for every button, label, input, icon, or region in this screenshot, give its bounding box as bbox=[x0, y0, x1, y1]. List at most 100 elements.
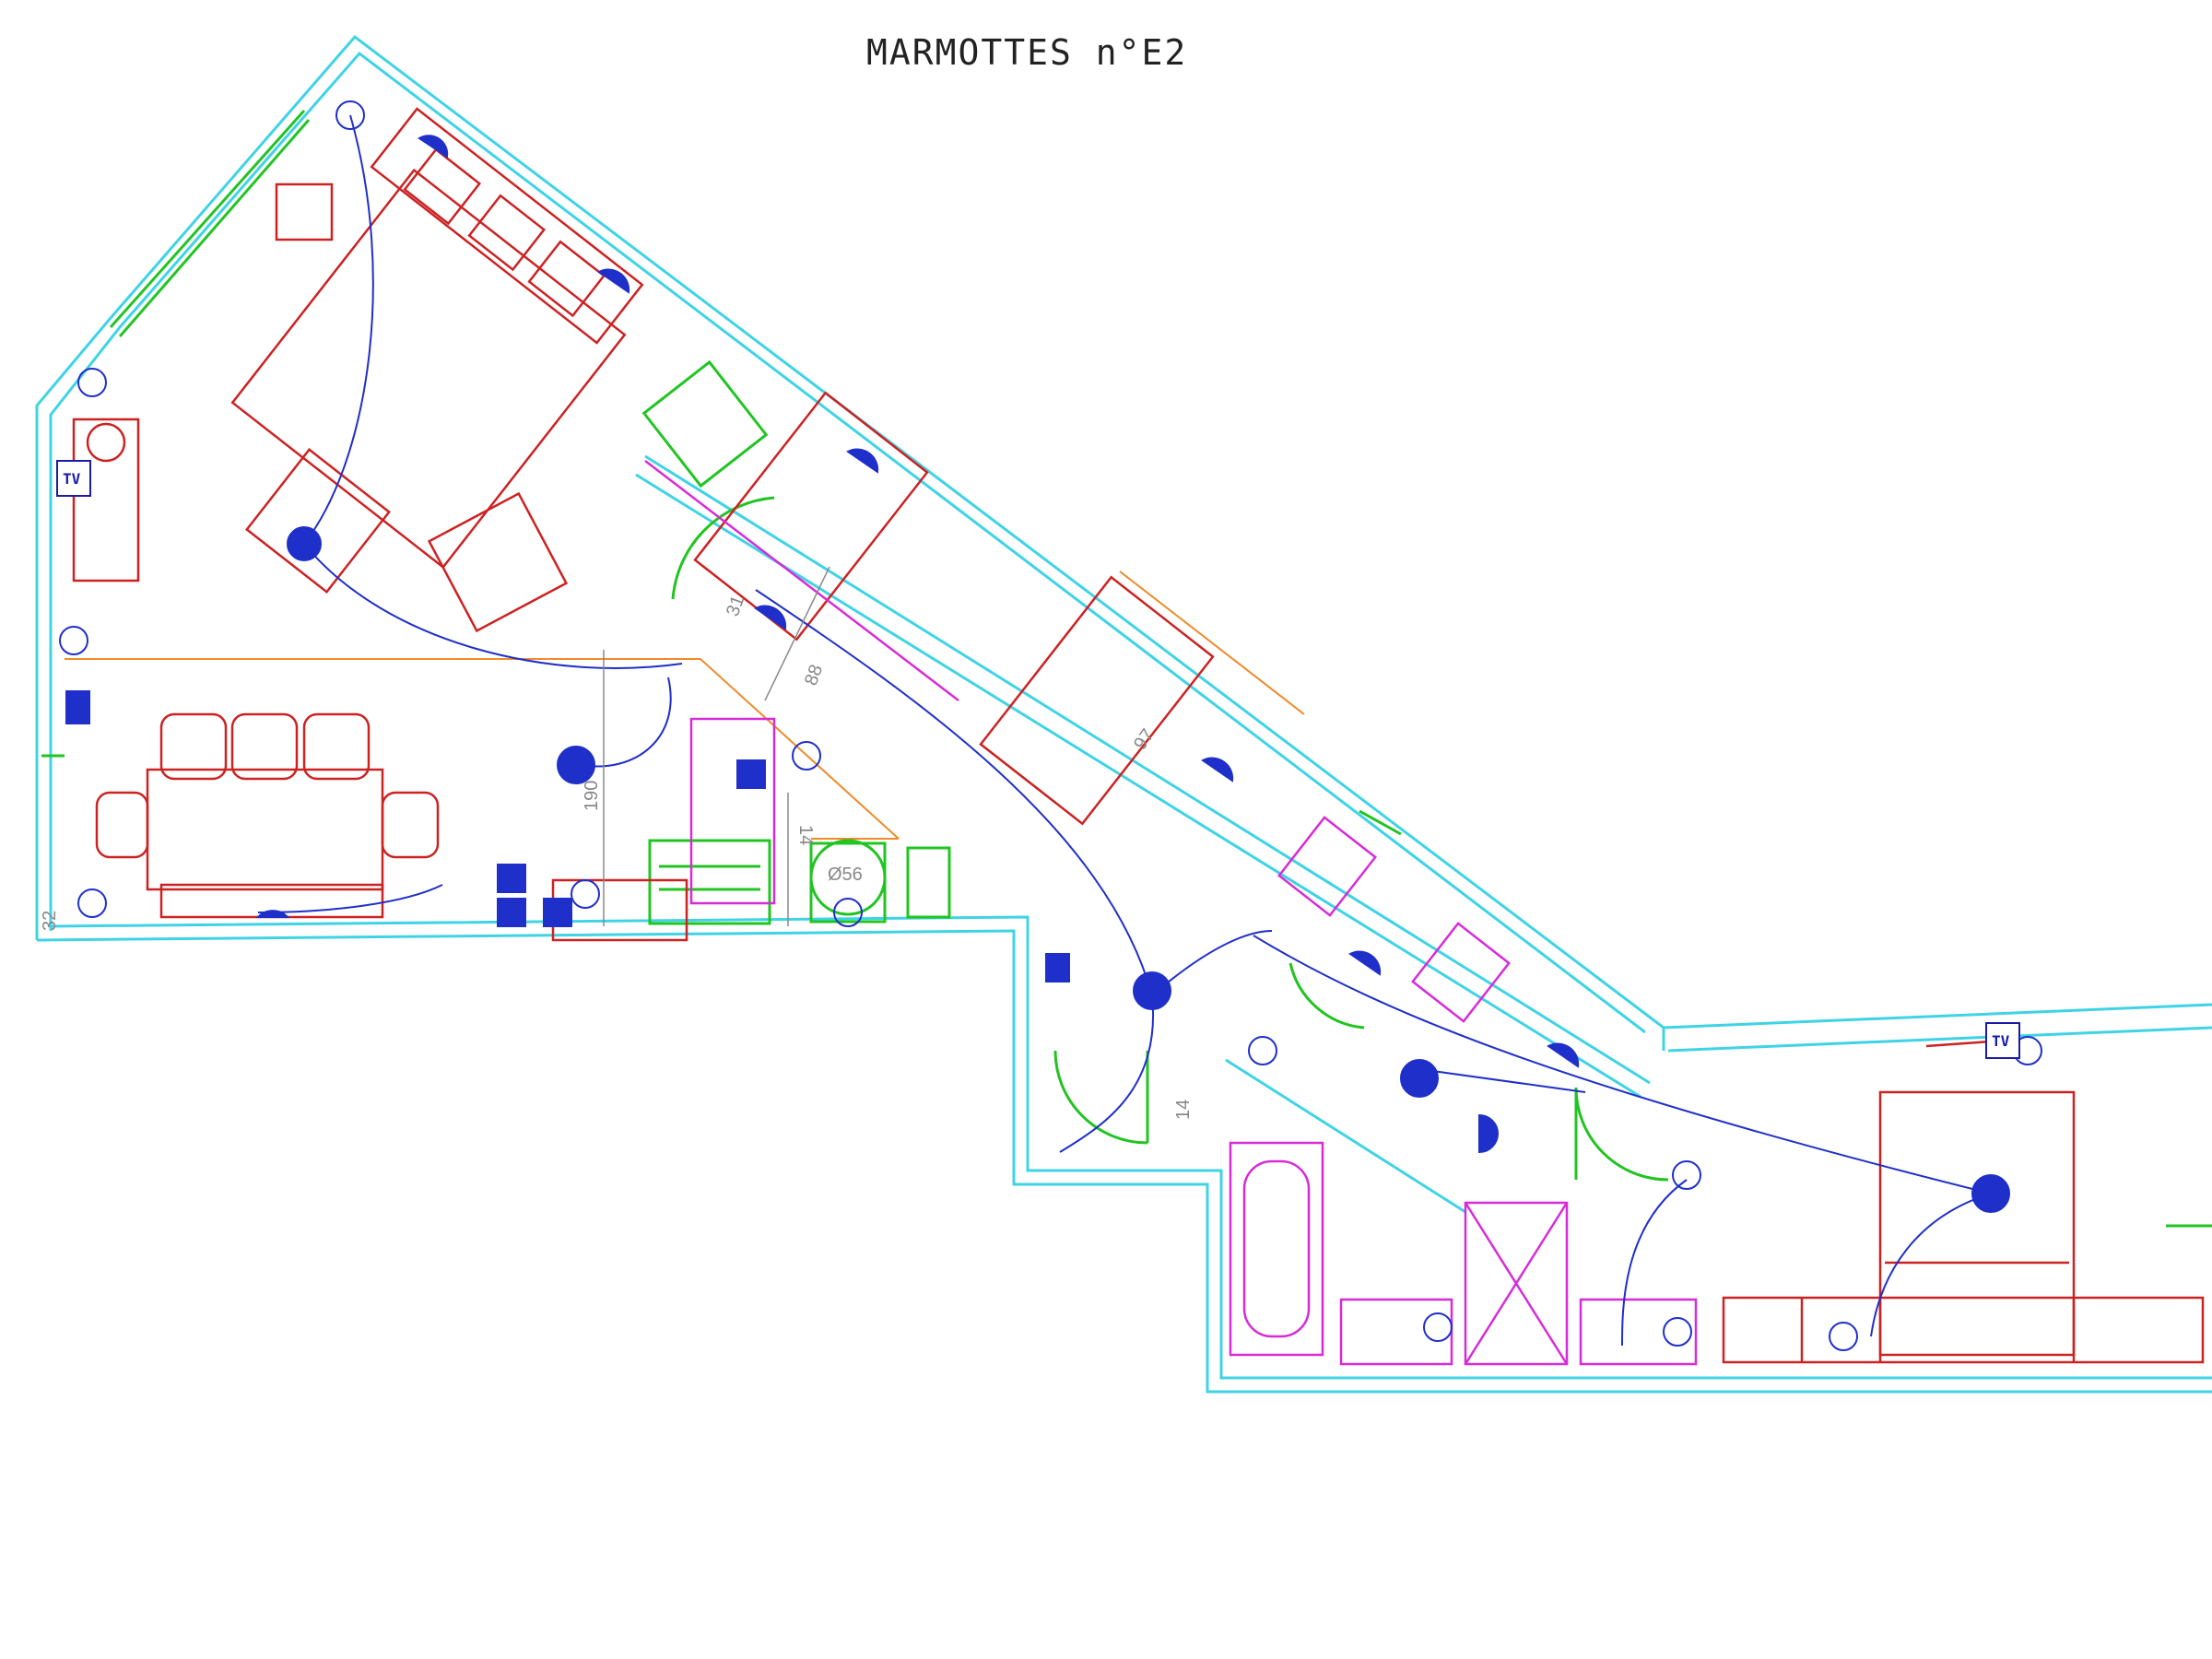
balcony-window bbox=[1359, 809, 1402, 836]
bedroom-top-wall-inner bbox=[1667, 1026, 2212, 1053]
doors-windows bbox=[41, 110, 2212, 1228]
dim-14-b: 14 bbox=[1173, 1100, 1194, 1120]
wall-light-1 bbox=[418, 135, 449, 159]
sink-cabinet-1 bbox=[1339, 1298, 1453, 1366]
dim-14-a: 14 bbox=[795, 825, 816, 845]
cushion-2 bbox=[467, 194, 547, 272]
dimension-labels: 32 190 88 97 Ø56 14 31 14 bbox=[40, 593, 1194, 1120]
switch-2 bbox=[497, 898, 526, 927]
chair-2 bbox=[230, 712, 299, 781]
fixtures bbox=[644, 460, 1698, 1366]
switch-6 bbox=[65, 690, 90, 724]
kitchen-partition-diag bbox=[700, 658, 900, 840]
wall-light-7 bbox=[1547, 1042, 1580, 1068]
socket-1 bbox=[77, 368, 107, 397]
switch-5 bbox=[1045, 953, 1070, 982]
corridor-wall bbox=[644, 454, 1651, 1085]
window-left-b bbox=[118, 119, 311, 337]
chair-3 bbox=[302, 712, 371, 781]
light-1 bbox=[287, 526, 322, 561]
tv-box-2 bbox=[1985, 1022, 2020, 1059]
bedroom-wardrobe bbox=[1722, 1296, 2205, 1364]
wc-1 bbox=[1277, 816, 1377, 917]
switch-3 bbox=[543, 898, 572, 927]
wall-light-4 bbox=[754, 605, 787, 630]
closet-hatch bbox=[641, 359, 769, 488]
wall-light-9 bbox=[1478, 1113, 1499, 1154]
tv-label-2: TV bbox=[1992, 1032, 2010, 1050]
outer-wall-main-inner bbox=[49, 51, 1646, 1034]
circuit-4 bbox=[1059, 994, 1155, 1153]
bedroom-shelf bbox=[1925, 1040, 1992, 1048]
sink-cabinet-2 bbox=[1579, 1298, 1698, 1366]
wall-light-3 bbox=[846, 448, 879, 474]
shower-diag-2 bbox=[1464, 1202, 1569, 1365]
socket-4 bbox=[335, 100, 365, 130]
corridor-bunk-1 bbox=[693, 391, 929, 641]
living-sofa-bed bbox=[230, 168, 627, 570]
door-swing-wc bbox=[1574, 1087, 1669, 1182]
window-left bbox=[109, 110, 306, 328]
dim-31: 31 bbox=[723, 593, 748, 618]
shower bbox=[1464, 1201, 1569, 1366]
door-swing-entry bbox=[1053, 1050, 1148, 1145]
dim-line-88 bbox=[764, 566, 830, 701]
furniture bbox=[72, 107, 2205, 1364]
dining-table bbox=[146, 768, 384, 891]
outer-wall-main bbox=[35, 34, 1665, 1051]
circuit-2 bbox=[303, 543, 683, 669]
socket-12 bbox=[1663, 1317, 1692, 1347]
corridor-seal bbox=[644, 460, 959, 701]
chair-right bbox=[381, 791, 440, 859]
socket-7 bbox=[1248, 1036, 1277, 1065]
partitions bbox=[65, 571, 1305, 840]
circuit-1 bbox=[303, 114, 374, 545]
cushion-1 bbox=[403, 147, 482, 226]
socket-2 bbox=[59, 626, 88, 655]
door-swing-bath bbox=[1288, 962, 1365, 1030]
circuit-3 bbox=[755, 589, 1153, 996]
dim-190: 190 bbox=[582, 781, 602, 811]
circuit-6 bbox=[1870, 1193, 1992, 1337]
dim-88: 88 bbox=[801, 662, 827, 688]
switch-4 bbox=[736, 759, 766, 789]
socket-13 bbox=[571, 879, 600, 909]
armchair-right bbox=[427, 491, 569, 633]
washer-box bbox=[648, 839, 771, 925]
light-2 bbox=[557, 746, 595, 784]
chair-left bbox=[95, 791, 149, 859]
dim-d56: Ø56 bbox=[828, 865, 863, 885]
walls bbox=[35, 34, 2212, 1394]
electric-points bbox=[59, 100, 2042, 1351]
tv-label-1: TV bbox=[63, 470, 81, 488]
tv-stand-disc bbox=[86, 422, 126, 463]
wall-light-6 bbox=[1348, 950, 1382, 976]
cushion-3 bbox=[527, 240, 606, 318]
kitchen-grill bbox=[906, 846, 951, 919]
socket-11 bbox=[1423, 1312, 1453, 1342]
light-4 bbox=[1400, 1059, 1439, 1098]
dim-32: 32 bbox=[40, 911, 60, 931]
bath-wall-slant bbox=[1225, 1058, 1466, 1214]
socket-3 bbox=[77, 888, 107, 918]
door-swing-living bbox=[671, 496, 775, 600]
circuit-7 bbox=[257, 884, 443, 913]
wall-light-5 bbox=[1201, 757, 1234, 782]
tv-box-1 bbox=[56, 460, 91, 497]
circuit-9 bbox=[1151, 930, 1273, 996]
corridor-wall-b bbox=[635, 473, 1641, 1099]
balcony-rail bbox=[1119, 571, 1305, 715]
living-bottom-wall-inner bbox=[50, 915, 2212, 1380]
wall-light-2 bbox=[597, 268, 630, 294]
socket-8 bbox=[1672, 1160, 1701, 1190]
circuit-10 bbox=[1621, 1179, 1688, 1347]
socket-10 bbox=[1829, 1322, 1858, 1351]
dim-97: 97 bbox=[1130, 725, 1159, 754]
plan-title: MARMOTTES n°E2 bbox=[866, 32, 1187, 73]
socket-6 bbox=[792, 741, 821, 771]
corridor-bunk-2 bbox=[979, 575, 1215, 826]
tv-stand bbox=[72, 418, 140, 582]
light-3 bbox=[1133, 971, 1171, 1010]
bathtub bbox=[1229, 1141, 1324, 1357]
